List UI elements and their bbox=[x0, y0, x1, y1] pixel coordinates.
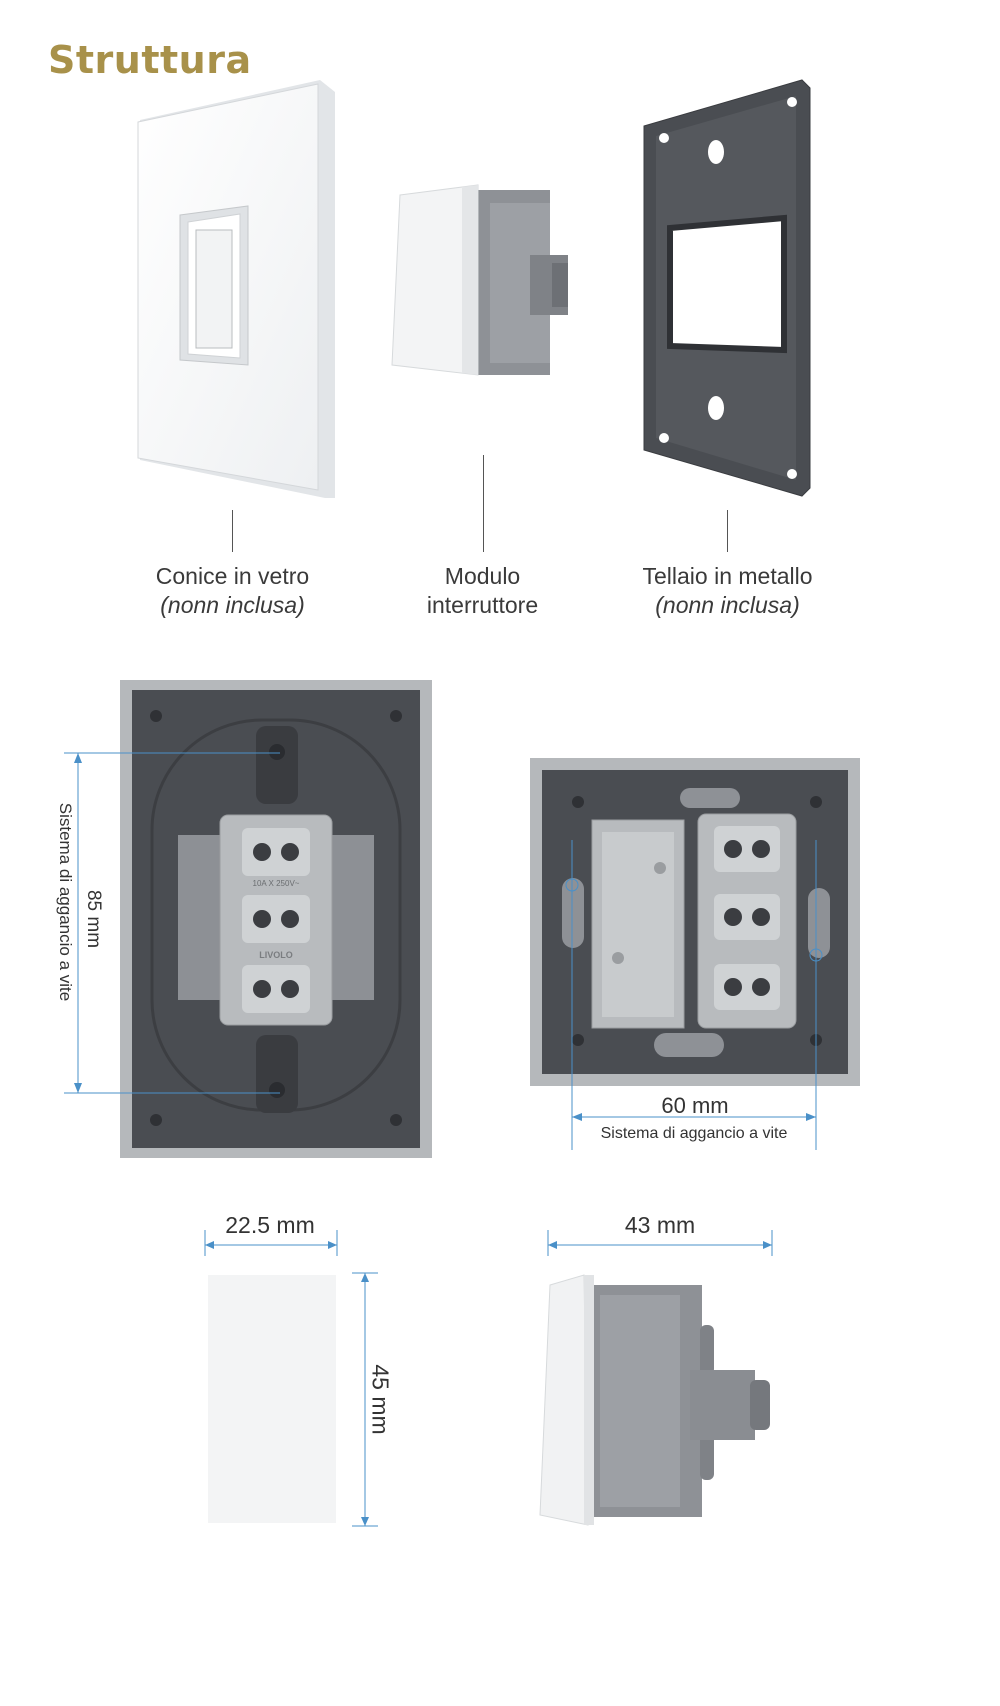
dimension-22-5mm-label: 22.5 mm bbox=[225, 1212, 315, 1238]
brand-mark-text: LIVOLO bbox=[259, 950, 293, 960]
caption-module-line1: Modulo bbox=[444, 563, 521, 589]
caption-glass: Conice in vetro (nonn inclusa) bbox=[130, 562, 335, 620]
back-view-vertical-image: 10A X 250V~ LIVOLO bbox=[120, 680, 432, 1158]
dimension-45mm-label: 45 mm bbox=[367, 1364, 394, 1435]
metal-frame-image bbox=[643, 79, 811, 497]
switch-module-image bbox=[391, 184, 568, 376]
caption-glass-name: Conice in vetro bbox=[155, 563, 310, 589]
dimension-60mm-label: 60 mm bbox=[661, 1093, 729, 1118]
caption-frame-name: Tellaio in metallo bbox=[642, 563, 813, 589]
caption-frame: Tellaio in metallo (nonn inclusa) bbox=[620, 562, 835, 620]
dimension-45mm-line bbox=[352, 1272, 378, 1527]
dimension-60mm-line bbox=[565, 840, 823, 1150]
glass-plate-image bbox=[137, 80, 335, 498]
dimension-43mm-label: 43 mm bbox=[624, 1212, 696, 1238]
leader-line-frame bbox=[727, 510, 728, 552]
mount-left-caption: Sistema di aggancio a vite bbox=[56, 802, 75, 1002]
module-front-image bbox=[208, 1275, 336, 1523]
dimension-22-5mm-line bbox=[204, 1230, 338, 1256]
dimension-43mm-line bbox=[547, 1230, 773, 1256]
dimension-85mm-line bbox=[64, 752, 280, 1094]
dimension-85mm-label: 85 mm bbox=[83, 889, 104, 949]
mount-right-caption: Sistema di aggancio a vite bbox=[600, 1125, 788, 1142]
page-title: Struttura bbox=[48, 38, 252, 82]
terminal-rating-text: 10A X 250V~ bbox=[253, 879, 300, 888]
caption-frame-note: (nonn inclusa) bbox=[655, 592, 800, 618]
caption-module-line2: interruttore bbox=[426, 592, 539, 618]
leader-line-glass bbox=[232, 510, 233, 552]
caption-module: Modulo interruttore bbox=[400, 562, 565, 620]
module-side-image bbox=[539, 1274, 770, 1526]
back-view-square-image bbox=[530, 758, 860, 1086]
caption-glass-note: (nonn inclusa) bbox=[160, 592, 305, 618]
leader-line-module bbox=[483, 455, 484, 552]
